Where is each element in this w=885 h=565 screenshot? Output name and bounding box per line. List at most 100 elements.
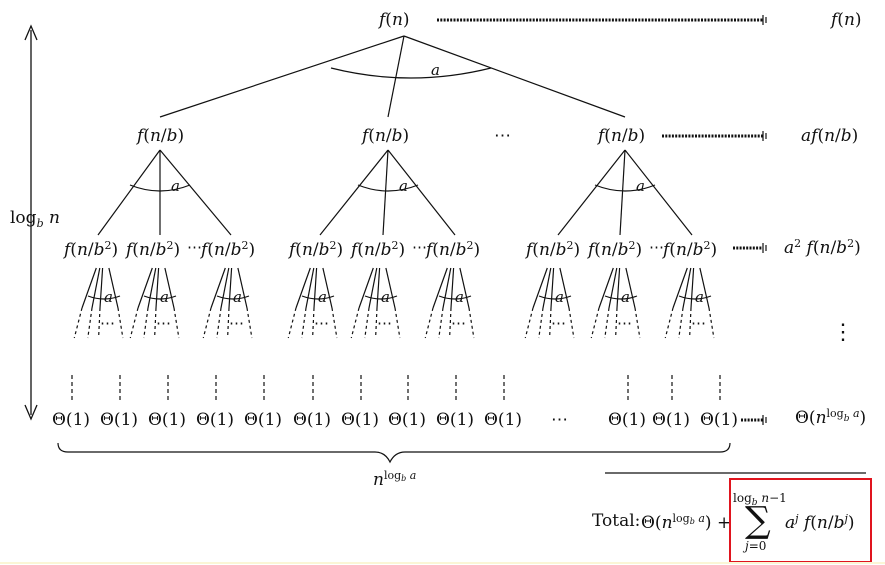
level2-edge — [210, 267, 226, 309]
level3-edge-dashed — [604, 307, 610, 339]
level1-cost: af(n/b) — [801, 126, 859, 146]
level2-edge — [368, 267, 378, 309]
level1-edge-3-2 — [619, 149, 626, 236]
root-edge-2 — [387, 35, 405, 118]
level2-edge — [432, 267, 448, 309]
level3-edge-dashed — [73, 307, 83, 339]
level2-edge — [358, 267, 374, 309]
level1-edge-2-1 — [319, 149, 389, 236]
tree-edges — [71, 35, 721, 402]
branch-count-label: a — [318, 288, 327, 306]
level3-edge-dashed — [98, 307, 101, 339]
level2-dots: ⋯ — [649, 238, 664, 256]
level3-edge-dashed — [664, 307, 674, 339]
leaf-node-9: Θ(1) — [436, 410, 475, 430]
level2-branch-arc — [604, 295, 638, 300]
level3-edge-dashed — [394, 307, 401, 339]
level3-edge-dashed — [568, 307, 575, 339]
leaf-node-13: Θ(1) — [700, 410, 739, 430]
leaves-ellipsis: ⋯ — [551, 410, 568, 430]
level2-edge — [559, 267, 570, 309]
branch-count-label: a — [431, 61, 440, 79]
level2-node: f(n/b2) — [526, 239, 581, 260]
level3-dots: ⋯ — [229, 314, 244, 332]
level2-branch-arc — [216, 295, 250, 300]
level2-edge — [625, 267, 636, 309]
level2-edge — [220, 267, 230, 309]
level1-edge-2-3 — [387, 149, 456, 236]
root-branch-arc — [330, 67, 492, 79]
sum-lower-limit: j=0 — [745, 539, 767, 553]
level2-node: f(n/b2) — [588, 239, 643, 260]
level3-dots: ⋯ — [617, 314, 632, 332]
level3-edge-dashed — [173, 307, 180, 339]
sum-term: aj f(n/bj) — [785, 512, 855, 533]
level3-dots: ⋯ — [100, 314, 115, 332]
level3-dots: ⋯ — [156, 314, 171, 332]
branch-count-label: a — [636, 177, 645, 195]
leaf-node-2: Θ(1) — [100, 410, 139, 430]
total-prefix: Total: — [592, 511, 641, 531]
level2-node: f(n/b2) — [663, 239, 718, 260]
level2-branch-arc — [87, 295, 121, 300]
level3-edge-dashed — [468, 307, 475, 339]
branch-count-label: a — [171, 177, 180, 195]
branch-count-label: a — [104, 288, 113, 306]
branch-count-label: a — [399, 177, 408, 195]
level3-edge-dashed — [549, 307, 552, 339]
level2-edge — [542, 267, 552, 309]
level2-edge — [108, 267, 119, 309]
leaf-level-cost: Θ(nlogb a) — [795, 407, 867, 428]
level3-dots: ⋯ — [314, 314, 329, 332]
level2-edge — [155, 267, 160, 309]
level2-node: f(n/b2) — [426, 239, 481, 260]
level2-node: f(n/b2) — [351, 239, 406, 260]
branch-count-label: a — [381, 288, 390, 306]
level1-branch-arc-3 — [594, 184, 656, 192]
level2-edge — [672, 267, 688, 309]
level2-edge — [699, 267, 710, 309]
level3-edge-dashed — [615, 307, 618, 339]
level3-edge-dashed — [287, 307, 297, 339]
level3-edge-dashed — [375, 307, 378, 339]
level2-branch-arc — [438, 295, 472, 300]
level2-node: f(n/b2) — [64, 239, 119, 260]
level1-edge-1-3 — [159, 149, 232, 236]
level1-ellipsis: ⋯ — [494, 126, 511, 146]
level1-node-3: f(n/b) — [598, 126, 646, 146]
level1-edge-3-3 — [624, 149, 693, 236]
level1-edge-3-1 — [557, 149, 626, 236]
level2-edge — [376, 267, 381, 309]
leaf-node-3: Θ(1) — [148, 410, 187, 430]
level3-edge-dashed — [524, 307, 534, 339]
tree-height-label: logb n — [10, 208, 60, 230]
level2-edge — [137, 267, 153, 309]
leaf-count-brace — [57, 442, 731, 464]
bottom-edge-strip — [0, 562, 885, 564]
level3-edge-dashed — [129, 307, 139, 339]
level3-dots: ⋯ — [377, 314, 392, 332]
branch-count-label: a — [555, 288, 564, 306]
level2-branch-arc — [143, 295, 177, 300]
level2-cost: a2 f(n/b2) — [784, 237, 861, 258]
level2-edge — [147, 267, 157, 309]
level2-edge — [81, 267, 97, 309]
leaf-node-11: Θ(1) — [608, 410, 647, 430]
level2-edge — [305, 267, 315, 309]
level2-edge — [313, 267, 318, 309]
level3-edge-dashed — [216, 307, 222, 339]
level3-dots: ⋯ — [691, 314, 706, 332]
branch-count-label: a — [455, 288, 464, 306]
level2-edge — [237, 267, 248, 309]
branch-count-label: a — [160, 288, 169, 306]
level3-edge-dashed — [538, 307, 544, 339]
level2-edge — [450, 267, 455, 309]
level0-cost: f(n) — [831, 10, 862, 30]
level1-edge-1-1 — [97, 149, 161, 236]
level3-edge-dashed — [117, 307, 124, 339]
level2-node: f(n/b2) — [289, 239, 344, 260]
leaf-count-label: nlogb a — [373, 469, 417, 490]
level3-edge-dashed — [424, 307, 434, 339]
level1-branch-arc-2 — [357, 184, 419, 192]
level3-edge-dashed — [678, 307, 684, 339]
